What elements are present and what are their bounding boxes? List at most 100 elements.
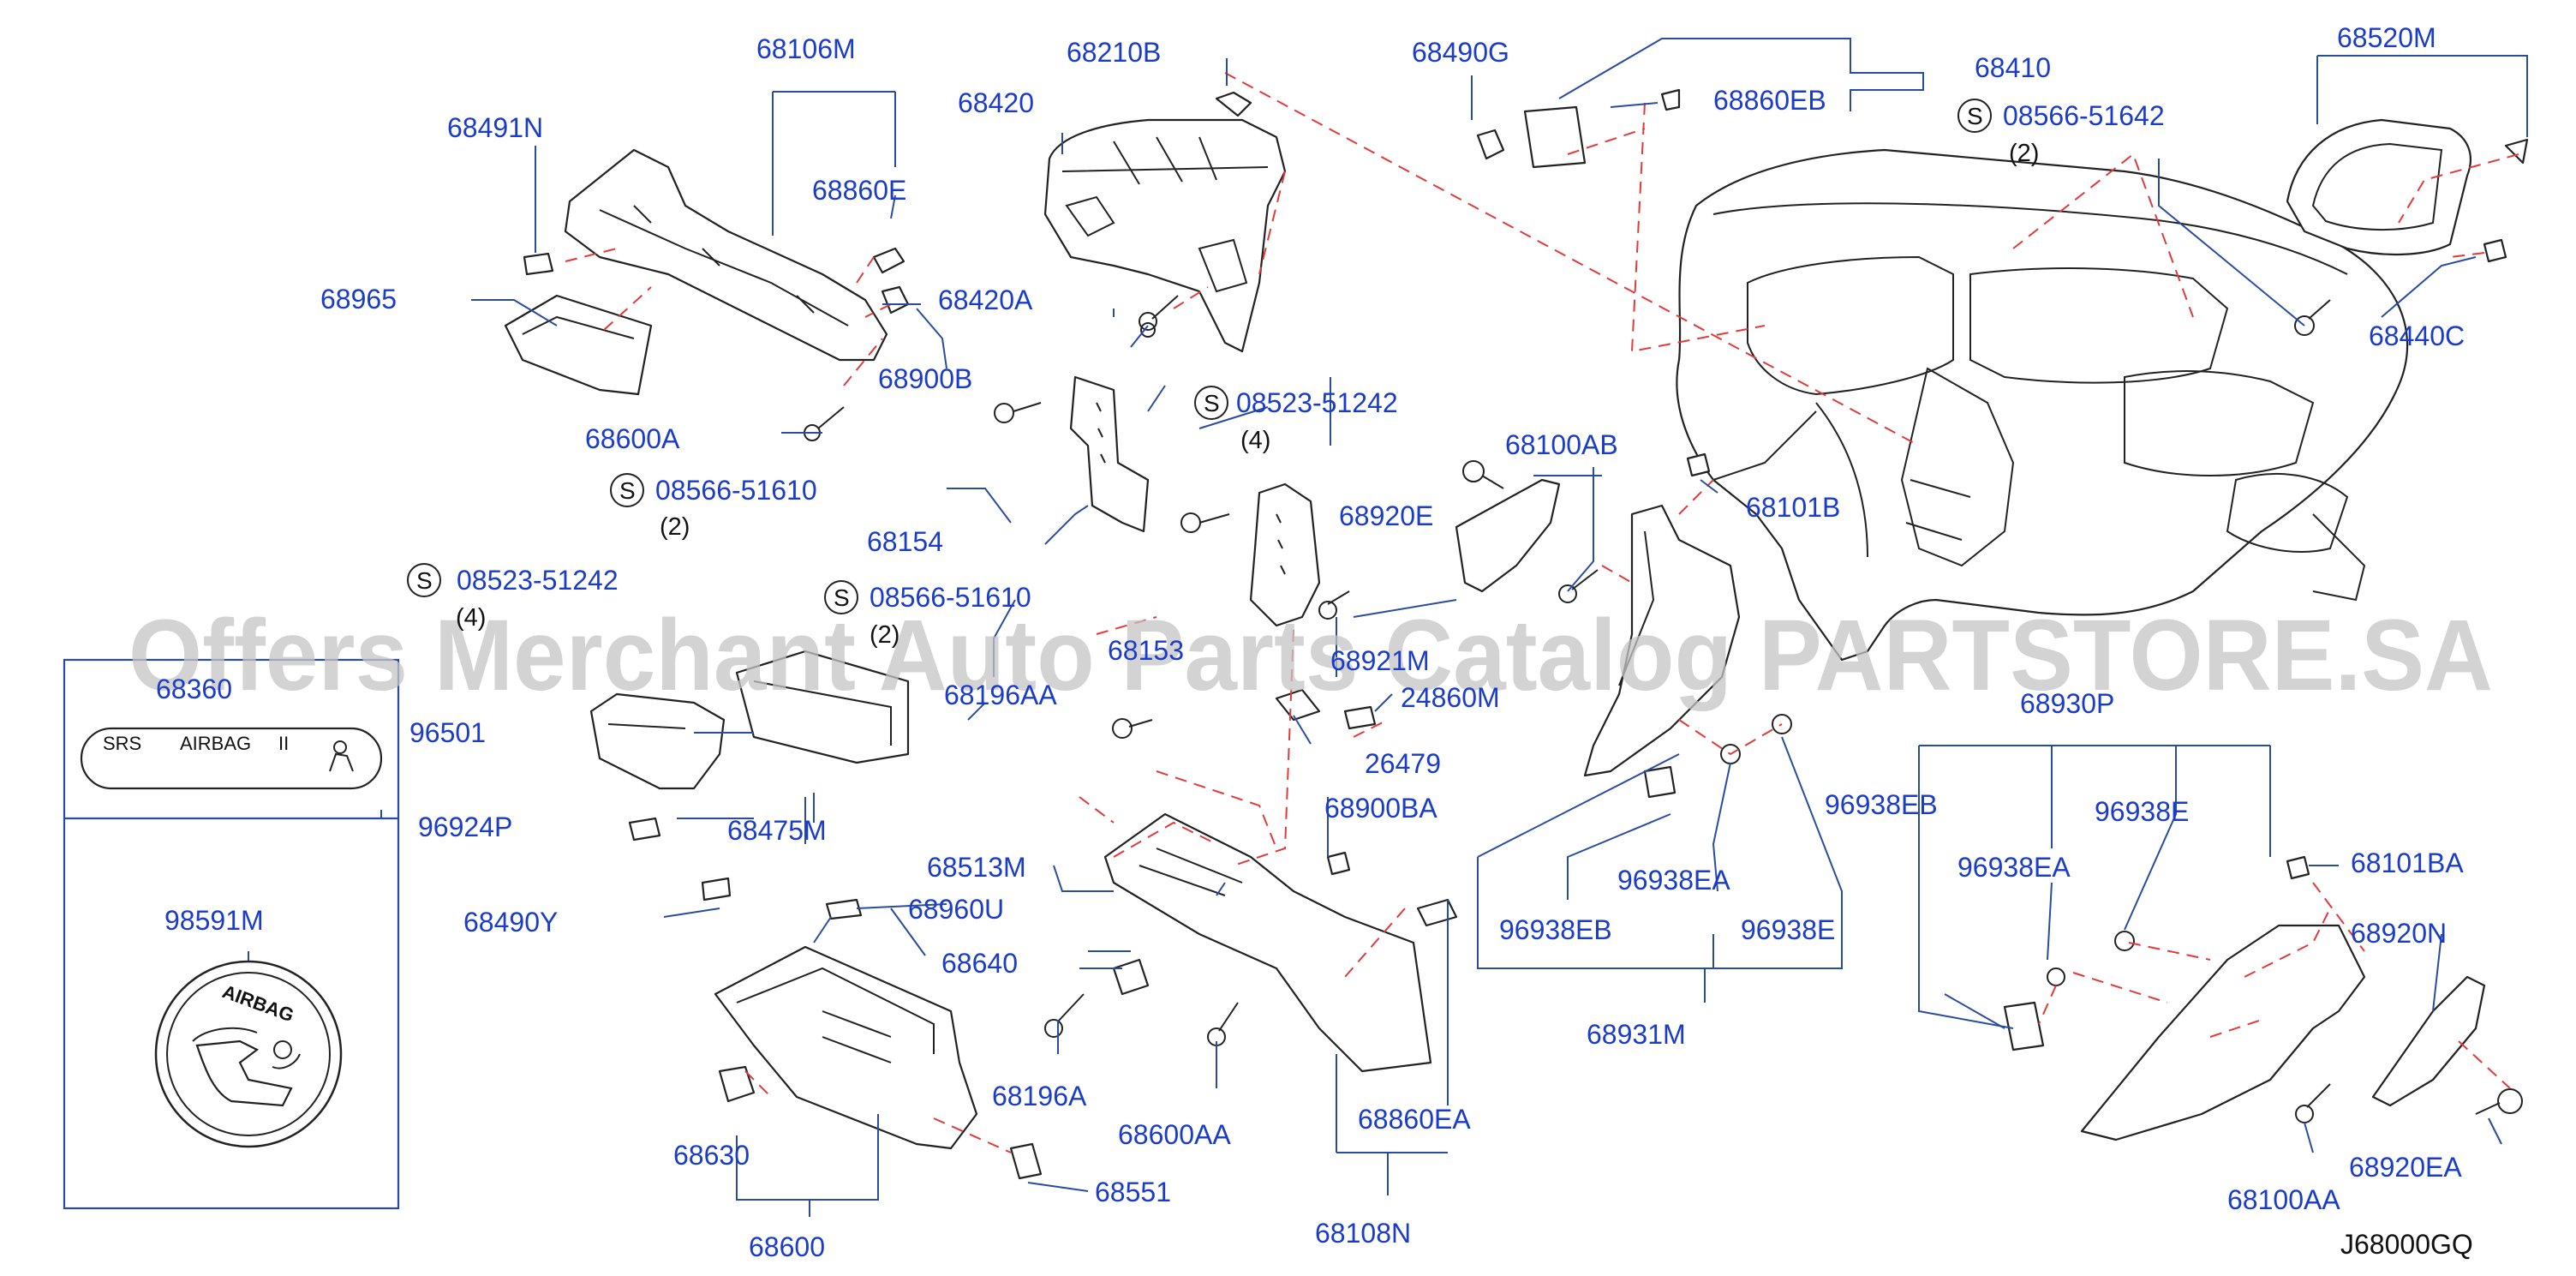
part-label-68551[interactable]: 68551 <box>1095 1177 1171 1207</box>
standard-qty: (4) <box>1240 427 1270 454</box>
part-label-96938eb-left[interactable]: 96938EB <box>1499 914 1612 945</box>
part-label-68153[interactable]: 68153 <box>1108 635 1184 666</box>
part-label-68490y[interactable]: 68490Y <box>463 907 558 938</box>
part-label-68101b[interactable]: 68101B <box>1746 492 1840 523</box>
standard-symbol: S <box>416 567 433 594</box>
part-label-68108n[interactable]: 68108N <box>1315 1218 1411 1249</box>
68965-drawing <box>504 294 653 396</box>
part-label-68920ea[interactable]: 68920EA <box>2349 1152 2462 1183</box>
standard-part-callouts[interactable]: S 08566-51642 (2) S 08523-51242 (4) S 08… <box>407 99 2165 649</box>
68420-drawing <box>1043 118 1287 353</box>
part-label-68600a[interactable]: 68600A <box>585 423 680 454</box>
part-label-68931m[interactable]: 68931M <box>1587 1019 1686 1050</box>
part-label-68860eb[interactable]: 68860EB <box>1713 85 1826 116</box>
standard-code[interactable]: 08566-51642 <box>2003 100 2165 131</box>
part-label-68106m[interactable]: 68106M <box>756 33 856 64</box>
inset-label-ii: II <box>278 733 289 754</box>
part-label-68196aa[interactable]: 68196AA <box>944 680 1057 710</box>
68640-drawing <box>1103 812 1432 1073</box>
airbag-seat-icon <box>195 1039 301 1107</box>
part-label-96938e-right[interactable]: 96938E <box>2095 796 2189 827</box>
standard-symbol: S <box>1967 103 1983 129</box>
part-label-68630[interactable]: 68630 <box>673 1140 750 1171</box>
standard-part-08523-51242-center[interactable]: S 08523-51242 (4) <box>1194 386 1398 454</box>
part-label-68101ba[interactable]: 68101BA <box>2351 848 2464 878</box>
leader-lines <box>137 38 2528 1217</box>
68153-drawing <box>1249 482 1321 627</box>
part-label-68100aa[interactable]: 68100AA <box>2227 1184 2340 1215</box>
inset-label-srs: SRS <box>103 733 141 754</box>
instrument-panel-drawing <box>1676 148 2409 662</box>
part-label-68900ba[interactable]: 68900BA <box>1324 793 1437 824</box>
standard-symbol: S <box>834 584 850 611</box>
68106m-drawing <box>564 148 888 362</box>
part-label-68491n[interactable]: 68491N <box>447 112 543 143</box>
part-label-96924p[interactable]: 96924P <box>418 812 512 842</box>
part-label-68440c[interactable]: 68440C <box>2369 320 2465 351</box>
part-label-68420a[interactable]: 68420A <box>938 285 1033 315</box>
part-label-68410[interactable]: 68410 <box>1975 52 2051 83</box>
part-label-68900b[interactable]: 68900B <box>878 363 972 394</box>
68920n-drawing <box>2371 975 2486 1107</box>
standard-part-08566-51642[interactable]: S 08566-51642 (2) <box>1957 99 2165 167</box>
part-labels[interactable]: 68106M 68491N 68860E 68965 68420A 68900B… <box>156 22 2465 1262</box>
part-label-68196a[interactable]: 68196A <box>992 1081 1087 1111</box>
part-label-96938ea-right[interactable]: 96938EA <box>1957 852 2071 883</box>
assembly-phantom-lines <box>565 72 2519 1153</box>
standard-code[interactable]: 08566-51610 <box>870 582 1031 613</box>
part-label-68600[interactable]: 68600 <box>749 1231 825 1262</box>
part-label-68921m[interactable]: 68921M <box>1330 645 1430 676</box>
part-label-68513m[interactable]: 68513M <box>927 852 1026 883</box>
part-label-96938e-left[interactable]: 96938E <box>1741 914 1835 945</box>
part-label-68520m[interactable]: 68520M <box>2337 22 2436 53</box>
96501-drawing <box>589 692 726 790</box>
part-label-68860e[interactable]: 68860E <box>812 175 906 206</box>
part-label-98591m[interactable]: 98591M <box>164 905 264 936</box>
part-label-68600aa[interactable]: 68600AA <box>1118 1119 1231 1150</box>
standard-code[interactable]: 08523-51242 <box>1236 387 1398 418</box>
part-label-68965[interactable]: 68965 <box>320 284 397 315</box>
standard-symbol: S <box>619 477 636 504</box>
part-label-68100ab[interactable]: 68100AB <box>1505 429 1618 460</box>
clip-drawings <box>523 88 2529 1180</box>
standard-symbol: S <box>1204 390 1220 416</box>
part-label-68475m[interactable]: 68475M <box>727 815 827 846</box>
68931m-drawing <box>1583 504 1741 777</box>
inset-label-airbag: AIRBAG <box>180 733 251 754</box>
part-label-68920e[interactable]: 68920E <box>1339 500 1433 531</box>
part-label-68420[interactable]: 68420 <box>958 87 1034 118</box>
part-label-68860ea[interactable]: 68860EA <box>1358 1104 1471 1135</box>
watermark: Offers Merchant Auto Parts Catalog PARTS… <box>129 599 2493 712</box>
standard-part-08566-51610-lower[interactable]: S 08566-51610 (2) <box>824 580 1031 649</box>
part-label-68960u[interactable]: 68960U <box>908 894 1004 925</box>
airbag-person-icon <box>329 740 354 772</box>
part-label-68210b[interactable]: 68210B <box>1067 37 1161 68</box>
standard-qty: (2) <box>660 513 690 541</box>
part-label-26479[interactable]: 26479 <box>1365 748 1441 779</box>
68600-drawing <box>714 945 978 1150</box>
part-label-68930p[interactable]: 68930P <box>2020 688 2114 719</box>
68520m-drawing <box>2286 118 2471 256</box>
68475m-drawing <box>735 650 910 764</box>
68154-drawing <box>1069 375 1150 533</box>
standard-qty: (2) <box>2009 140 2039 167</box>
standard-part-08566-51610-upper[interactable]: S 08566-51610 (2) <box>610 473 817 541</box>
part-label-68360[interactable]: 68360 <box>156 674 232 704</box>
standard-part-08523-51242-left[interactable]: S 08523-51242 (4) <box>407 563 619 632</box>
part-label-68490g[interactable]: 68490G <box>1412 37 1509 68</box>
standard-code[interactable]: 08523-51242 <box>457 565 619 596</box>
part-label-68640[interactable]: 68640 <box>941 948 1018 979</box>
68920e-drawing <box>1455 478 1561 593</box>
part-label-96938ea-left[interactable]: 96938EA <box>1617 865 1730 896</box>
standard-code[interactable]: 08566-51610 <box>655 475 817 506</box>
diagram-reference-code: J68000GQ <box>2340 1229 2473 1260</box>
screw-drawings <box>804 295 2523 1123</box>
part-label-68920n[interactable]: 68920N <box>2351 918 2447 949</box>
inset-box: SRS AIRBAG II AIRBAG <box>63 658 400 1210</box>
part-label-96501[interactable]: 96501 <box>409 717 486 748</box>
part-label-96938eb-top[interactable]: 96938EB <box>1825 789 1938 820</box>
part-label-68154[interactable]: 68154 <box>867 526 943 557</box>
standard-qty: (4) <box>456 604 486 632</box>
part-label-24860m[interactable]: 24860M <box>1401 682 1500 713</box>
